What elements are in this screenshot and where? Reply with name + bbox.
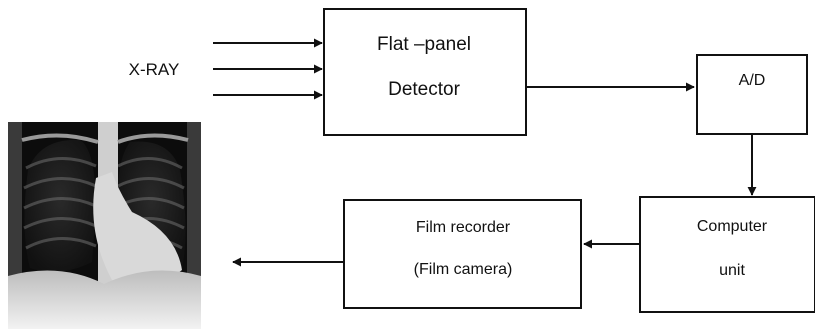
chest-xray-film-image xyxy=(8,122,201,329)
computer-label-line1: Computer xyxy=(697,218,767,236)
adc-label: A/D xyxy=(739,72,766,90)
xray-input-arrows xyxy=(213,43,322,95)
detector-label-line2: Detector xyxy=(388,79,460,101)
recorder-box xyxy=(344,200,581,308)
recorder-label-line1: Film recorder xyxy=(416,219,510,237)
computer-box xyxy=(640,197,815,312)
recorder-label-line2: (Film camera) xyxy=(414,261,513,279)
adc-box xyxy=(697,55,807,134)
computer-label-line2: unit xyxy=(719,262,745,280)
detector-box xyxy=(324,9,526,135)
detector-label-line1: Flat –panel xyxy=(377,34,471,56)
xray-label: X-RAY xyxy=(129,60,180,80)
